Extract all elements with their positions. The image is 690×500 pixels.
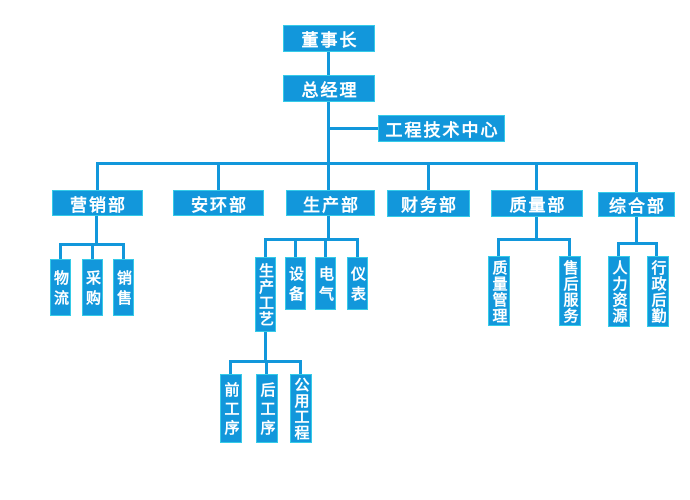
node-after-sales-service: 售后服务 xyxy=(559,256,581,326)
connector-stub-safety xyxy=(217,165,220,190)
node-procurement: 采购 xyxy=(82,259,103,316)
connector-stub-general xyxy=(635,165,638,192)
connector-stub-production-process xyxy=(264,241,267,257)
connector-chairman-gm xyxy=(327,52,330,75)
connector-quality-down xyxy=(535,217,538,238)
connector-gm-trunk xyxy=(327,101,330,162)
node-finance-dept: 财务部 xyxy=(387,190,470,217)
node-quality-dept: 质量部 xyxy=(491,190,583,217)
connector-dept-row xyxy=(96,162,638,165)
connector-stub-quality-mgmt xyxy=(497,241,500,256)
connector-production-row xyxy=(264,238,359,241)
connector-stub-admin xyxy=(655,245,658,256)
connector-stub-sales xyxy=(122,246,125,259)
connector-stub-equipment xyxy=(294,241,297,257)
connector-general-down xyxy=(635,217,638,242)
node-instrumentation: 仪表 xyxy=(347,257,368,310)
connector-stub-back-process xyxy=(265,363,268,374)
connector-stub-production xyxy=(327,165,330,190)
node-utility-engineering: 公用工程 xyxy=(290,374,312,443)
connector-stub-hr xyxy=(617,245,620,256)
connector-stub-instrumentation xyxy=(356,241,359,257)
node-general-dept: 综合部 xyxy=(598,192,675,217)
node-engineering-center: 工程技术中心 xyxy=(378,115,505,142)
connector-engineering-branch xyxy=(327,127,378,130)
connector-stub-marketing xyxy=(96,165,99,190)
node-marketing-dept: 营销部 xyxy=(52,190,143,216)
connector-marketing-row xyxy=(59,243,125,246)
connector-marketing-down xyxy=(95,216,98,243)
connector-process-row xyxy=(229,360,302,363)
node-general-manager: 总经理 xyxy=(283,75,375,102)
connector-stub-utility xyxy=(299,363,302,374)
connector-stub-finance xyxy=(427,165,430,190)
node-quality-management: 质量管理 xyxy=(488,256,510,326)
connector-process-down xyxy=(264,332,267,360)
node-back-process: 后工序 xyxy=(256,374,278,443)
connector-stub-quality xyxy=(535,165,538,190)
connector-stub-front-process xyxy=(229,363,232,374)
connector-stub-logistics xyxy=(59,246,62,259)
connector-stub-after-sales xyxy=(568,241,571,256)
node-safety-env-dept: 安环部 xyxy=(173,190,264,216)
node-equipment: 设备 xyxy=(285,257,306,310)
connector-stub-procurement xyxy=(91,246,94,259)
connector-quality-row xyxy=(497,238,571,241)
node-human-resources: 人力资源 xyxy=(608,256,630,327)
node-production-process: 生产工艺 xyxy=(255,257,276,332)
node-front-process: 前工序 xyxy=(220,374,242,443)
connector-production-down xyxy=(327,216,330,238)
connector-stub-electrical xyxy=(324,241,327,257)
node-production-dept: 生产部 xyxy=(286,190,375,216)
connector-general-row xyxy=(617,242,658,245)
node-chairman: 董事长 xyxy=(283,25,375,52)
node-admin-logistics: 行政后勤 xyxy=(647,256,669,327)
node-sales: 销售 xyxy=(113,259,134,316)
node-electrical: 电气 xyxy=(315,257,336,310)
node-logistics: 物流 xyxy=(50,259,71,316)
